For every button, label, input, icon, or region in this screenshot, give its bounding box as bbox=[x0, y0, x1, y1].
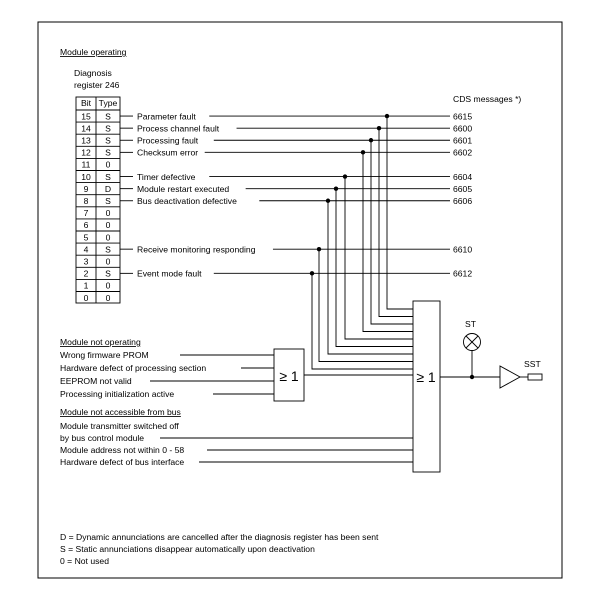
register-bit-cell: 9 bbox=[84, 184, 89, 194]
bus-wire bbox=[327, 200, 413, 355]
or-gate-small-label: ≥ 1 bbox=[279, 368, 299, 384]
cds-message-code: 6604 bbox=[453, 172, 472, 182]
signal-label: Timer defective bbox=[137, 172, 196, 182]
register-type-cell: S bbox=[105, 123, 111, 133]
register-type-cell: D bbox=[105, 184, 111, 194]
not-accessible-input-label: Hardware defect of bus interface bbox=[60, 457, 184, 467]
register-type-cell: 0 bbox=[106, 208, 111, 218]
or-gate-small: ≥ 1 bbox=[273, 348, 305, 402]
register-bit-cell: 13 bbox=[81, 135, 91, 145]
register-type-cell: S bbox=[105, 196, 111, 206]
section-module-not-accessible: Module not accessible from bus bbox=[60, 407, 181, 417]
signal-label: Checksum error bbox=[137, 148, 198, 158]
cds-message-code: 6606 bbox=[453, 196, 472, 206]
register-bit-cell: 8 bbox=[84, 196, 89, 206]
not-accessible-input-label: Module transmitter switched off bbox=[60, 421, 179, 431]
not-accessible-input-label: Module address not within 0 - 58 bbox=[60, 445, 184, 455]
register-type-cell: S bbox=[105, 148, 111, 158]
register-bit-cell: 10 bbox=[81, 172, 91, 182]
register-type-cell: 0 bbox=[106, 281, 111, 291]
register-type-cell: 0 bbox=[106, 256, 111, 266]
bus-wire bbox=[335, 188, 413, 347]
output-section: ST SST bbox=[440, 319, 543, 389]
junction-dot bbox=[309, 271, 315, 276]
cds-message-code: 6600 bbox=[453, 123, 472, 133]
register-type-cell: 0 bbox=[106, 160, 111, 170]
cds-message-code: 6612 bbox=[453, 269, 472, 279]
register-type-cell: 0 bbox=[106, 232, 111, 242]
not-operating-input-label: EEPROM not valid bbox=[60, 376, 132, 386]
register-type-cell: S bbox=[105, 269, 111, 279]
register-bit-cell: 15 bbox=[81, 111, 91, 121]
section-module-operating: Module operating bbox=[60, 47, 127, 57]
signal-label: Processing fault bbox=[137, 135, 199, 145]
register-bit-cell: 14 bbox=[81, 123, 91, 133]
register-bit-cell: 6 bbox=[84, 220, 89, 230]
output-terminal bbox=[527, 373, 543, 381]
register-type-cell: S bbox=[105, 172, 111, 182]
register-bit-cell: 4 bbox=[84, 244, 89, 254]
bus-wire bbox=[386, 116, 413, 310]
register-type-cell: 0 bbox=[106, 293, 111, 303]
or-gate-main: ≥ 1 bbox=[412, 300, 441, 473]
bus-wire bbox=[311, 273, 413, 370]
not-operating-input-label: Wrong firmware PROM bbox=[60, 350, 149, 360]
legend-dynamic: D = Dynamic annunciations are cancelled … bbox=[60, 532, 379, 542]
register-bit-cell: 5 bbox=[84, 232, 89, 242]
legend-not-used: 0 = Not used bbox=[60, 556, 109, 566]
section-module-not-operating: Module not operating bbox=[60, 337, 141, 347]
register-bit-cell: 11 bbox=[82, 160, 91, 170]
not-operating-input-label: Hardware defect of processing section bbox=[60, 363, 206, 373]
register-bit-cell: 3 bbox=[84, 256, 89, 266]
signal-label: Parameter fault bbox=[137, 111, 196, 121]
signal-label: Module restart executed bbox=[137, 184, 229, 194]
diagnosis-register-table: Bit Type bbox=[75, 96, 121, 304]
register-type-cell: S bbox=[105, 135, 111, 145]
register-bit-cell: 0 bbox=[84, 293, 89, 303]
bus-wire bbox=[362, 152, 413, 332]
cds-message-code: 6610 bbox=[453, 244, 472, 254]
register-bit-cell: 2 bbox=[84, 269, 89, 279]
diagram-border bbox=[37, 21, 563, 579]
signal-lamp-icon bbox=[463, 333, 481, 351]
cds-message-code: 6601 bbox=[453, 135, 472, 145]
bus-wire bbox=[318, 249, 413, 362]
or-gate-main-label: ≥ 1 bbox=[416, 369, 436, 385]
col-type-header: Type bbox=[99, 98, 118, 108]
signal-label: Bus deactivation defective bbox=[137, 196, 237, 206]
register-type-cell: S bbox=[105, 111, 111, 121]
signal-label: Process channel fault bbox=[137, 123, 220, 133]
cds-messages-header: CDS messages *) bbox=[453, 94, 521, 104]
not-accessible-input-label: by bus control module bbox=[60, 433, 144, 443]
legend-static: S = Static annunciations disappear autom… bbox=[60, 544, 315, 554]
cds-message-code: 6615 bbox=[453, 111, 472, 121]
register-type-cell: 0 bbox=[106, 220, 111, 230]
amplifier-icon bbox=[499, 365, 521, 389]
signal-label: Event mode fault bbox=[137, 269, 202, 279]
output-label: SST bbox=[524, 359, 541, 369]
cds-message-code: 6605 bbox=[453, 184, 472, 194]
signal-label: Receive monitoring responding bbox=[137, 244, 256, 254]
register-bit-cell: 12 bbox=[81, 148, 91, 158]
cds-message-code: 6602 bbox=[453, 148, 472, 158]
col-bit-header: Bit bbox=[81, 98, 92, 108]
lamp-label: ST bbox=[465, 319, 477, 329]
register-bit-cell: 7 bbox=[84, 208, 89, 218]
not-operating-input-label: Processing initialization active bbox=[60, 389, 174, 399]
bus-wire bbox=[370, 140, 413, 325]
register-type-cell: S bbox=[105, 244, 111, 254]
register-title-line1: Diagnosis bbox=[74, 68, 112, 78]
bus-wire bbox=[378, 128, 413, 317]
register-bit-cell: 1 bbox=[84, 281, 89, 291]
bus-wire bbox=[344, 176, 413, 340]
register-title-line2: register 246 bbox=[74, 80, 120, 90]
